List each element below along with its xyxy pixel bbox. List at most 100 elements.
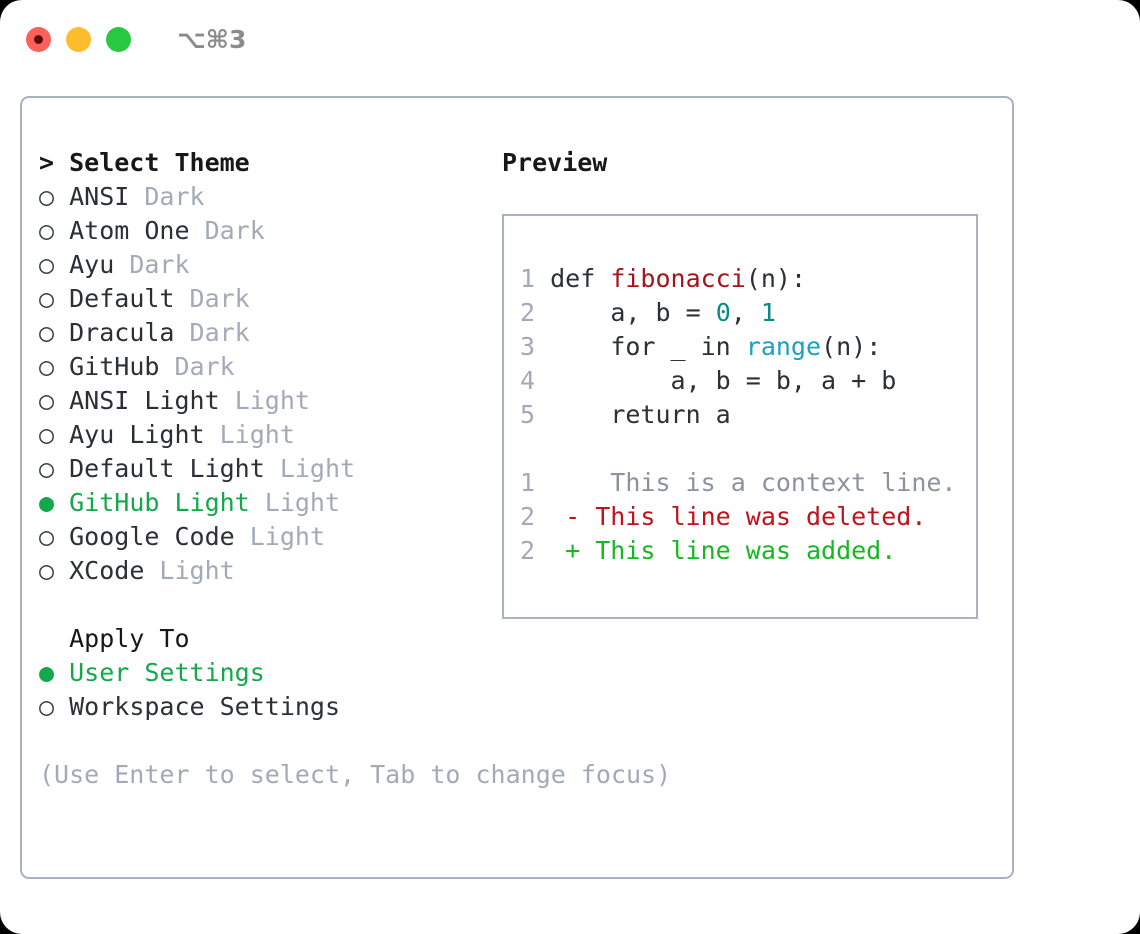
theme-option-google-code[interactable]: ○ Google Code Light (39, 520, 499, 554)
code-gutter-space (535, 264, 550, 293)
theme-variant-label: Dark (189, 284, 250, 313)
theme-variant-label: Light (159, 556, 235, 585)
code-line: 3 for _ in range(n): (520, 330, 976, 364)
theme-option-label: Atom One (69, 216, 205, 245)
theme-variant-label: Dark (204, 216, 265, 245)
code-line: 4 a, b = b, a + b (520, 364, 976, 398)
radio-unselected-icon: ○ (39, 556, 70, 585)
keyboard-shortcut-label: ⌥⌘3 (177, 24, 247, 54)
code-diff-spacer (520, 432, 976, 466)
radio-unselected-icon: ○ (39, 216, 70, 245)
line-number: 1 (520, 264, 536, 293)
code-line: 2 a, b = 0, 1 (520, 296, 976, 330)
maximize-window-button[interactable] (106, 26, 131, 52)
theme-option-label: GitHub (69, 352, 175, 381)
diff-line: 1 This is a context line. (520, 466, 976, 500)
close-window-button[interactable] (26, 26, 51, 52)
panel-columns: > Select Theme ○ ANSI Dark○ Atom One Dar… (22, 98, 1012, 877)
theme-variant-label: Light (279, 454, 356, 483)
apply-to-option-workspace-settings[interactable]: ○ Workspace Settings (39, 690, 499, 724)
diff-sample: 1 This is a context line.2 - This line w… (520, 466, 976, 568)
code-token: (n): (821, 332, 882, 361)
diff-text: This line was deleted. (580, 502, 927, 531)
preview-column: Preview 1 def fibonacci(n):2 a, b = 0, 1… (502, 146, 1002, 619)
theme-option-ansi-light[interactable]: ○ ANSI Light Light (39, 384, 499, 418)
theme-variant-label: Light (234, 386, 310, 415)
line-number: 3 (520, 332, 536, 361)
code-line: 5 return a (520, 398, 976, 432)
radio-selected-icon: ● (39, 658, 70, 687)
code-token: (n): (745, 264, 807, 293)
theme-option-label: Google Code (69, 522, 250, 551)
theme-option-dracula[interactable]: ○ Dracula Dark (39, 316, 499, 350)
apply-to-option-list: ● User Settings○ Workspace Settings (39, 656, 499, 724)
line-number: 1 (520, 468, 536, 497)
code-gutter-space (535, 400, 550, 429)
theme-option-xcode[interactable]: ○ XCode Light (39, 554, 499, 588)
diff-marker (535, 468, 580, 497)
radio-unselected-icon: ○ (39, 420, 70, 449)
theme-option-ayu-light[interactable]: ○ Ayu Light Light (39, 418, 499, 452)
radio-unselected-icon: ○ (39, 182, 70, 211)
theme-option-label: Dracula (69, 318, 190, 347)
diff-marker: + (535, 536, 581, 565)
theme-option-atom-one[interactable]: ○ Atom One Dark (39, 214, 499, 248)
apply-to-option-label: Workspace Settings (69, 692, 341, 721)
code-token: a, b = (550, 298, 716, 327)
theme-option-default-light[interactable]: ○ Default Light Light (39, 452, 499, 486)
diff-text: This line was added. (580, 536, 897, 565)
radio-unselected-icon: ○ (39, 352, 70, 381)
theme-selector-column: > Select Theme ○ ANSI Dark○ Atom One Dar… (39, 146, 672, 792)
theme-variant-label: Dark (189, 318, 250, 347)
diff-line: 2 + This line was added. (520, 534, 976, 568)
theme-option-github[interactable]: ○ GitHub Dark (39, 350, 499, 384)
close-icon (34, 34, 43, 44)
theme-option-ayu[interactable]: ○ Ayu Dark (39, 248, 499, 282)
theme-variant-label: Dark (129, 250, 190, 279)
apply-to-option-user-settings[interactable]: ● User Settings (39, 656, 499, 690)
line-number: 2 (520, 502, 536, 531)
theme-option-label: Ayu (69, 250, 130, 279)
radio-selected-icon: ● (39, 488, 70, 517)
theme-option-github-light[interactable]: ● GitHub Light Light (39, 486, 499, 520)
preview-header: Preview (502, 148, 608, 177)
keyboard-hint-text: (Use Enter to select, Tab to change focu… (39, 760, 672, 789)
minimize-window-button[interactable] (66, 26, 91, 52)
theme-variant-label: Light (219, 420, 295, 449)
code-token: return a (550, 400, 731, 429)
theme-variant-label: Light (264, 488, 341, 517)
radio-unselected-icon: ○ (39, 692, 70, 721)
theme-option-label: Default Light (69, 454, 280, 483)
code-token: def (550, 264, 611, 293)
radio-unselected-icon: ○ (39, 250, 70, 279)
theme-option-default[interactable]: ○ Default Dark (39, 282, 499, 316)
theme-variant-label: Light (249, 522, 325, 551)
theme-option-label: XCode (69, 556, 160, 585)
code-gutter-space (535, 298, 550, 327)
apply-to-option-label: User Settings (69, 658, 265, 687)
title-bar: ⌥⌘3 (0, 0, 1140, 78)
code-token: 1 (760, 298, 776, 327)
diff-line: 2 - This line was deleted. (520, 500, 976, 534)
theme-option-label: GitHub Light (69, 488, 265, 517)
section-spacer (39, 588, 499, 622)
line-number: 4 (520, 366, 536, 395)
apply-to-header: Apply To (39, 624, 190, 653)
select-theme-header: > Select Theme (39, 148, 250, 177)
theme-option-ansi[interactable]: ○ ANSI Dark (39, 180, 499, 214)
theme-option-label: Default (69, 284, 190, 313)
code-gutter-space (535, 366, 550, 395)
traffic-lights (26, 26, 131, 52)
radio-unselected-icon: ○ (39, 284, 70, 313)
code-token: 0 (715, 298, 731, 327)
theme-variant-label: Dark (144, 182, 205, 211)
theme-variant-label: Dark (174, 352, 235, 381)
line-number: 2 (520, 298, 536, 327)
radio-unselected-icon: ○ (39, 386, 70, 415)
diff-marker: - (535, 502, 581, 531)
line-number: 5 (520, 400, 536, 429)
theme-option-list: ○ ANSI Dark○ Atom One Dark○ Ayu Dark○ De… (39, 180, 499, 588)
